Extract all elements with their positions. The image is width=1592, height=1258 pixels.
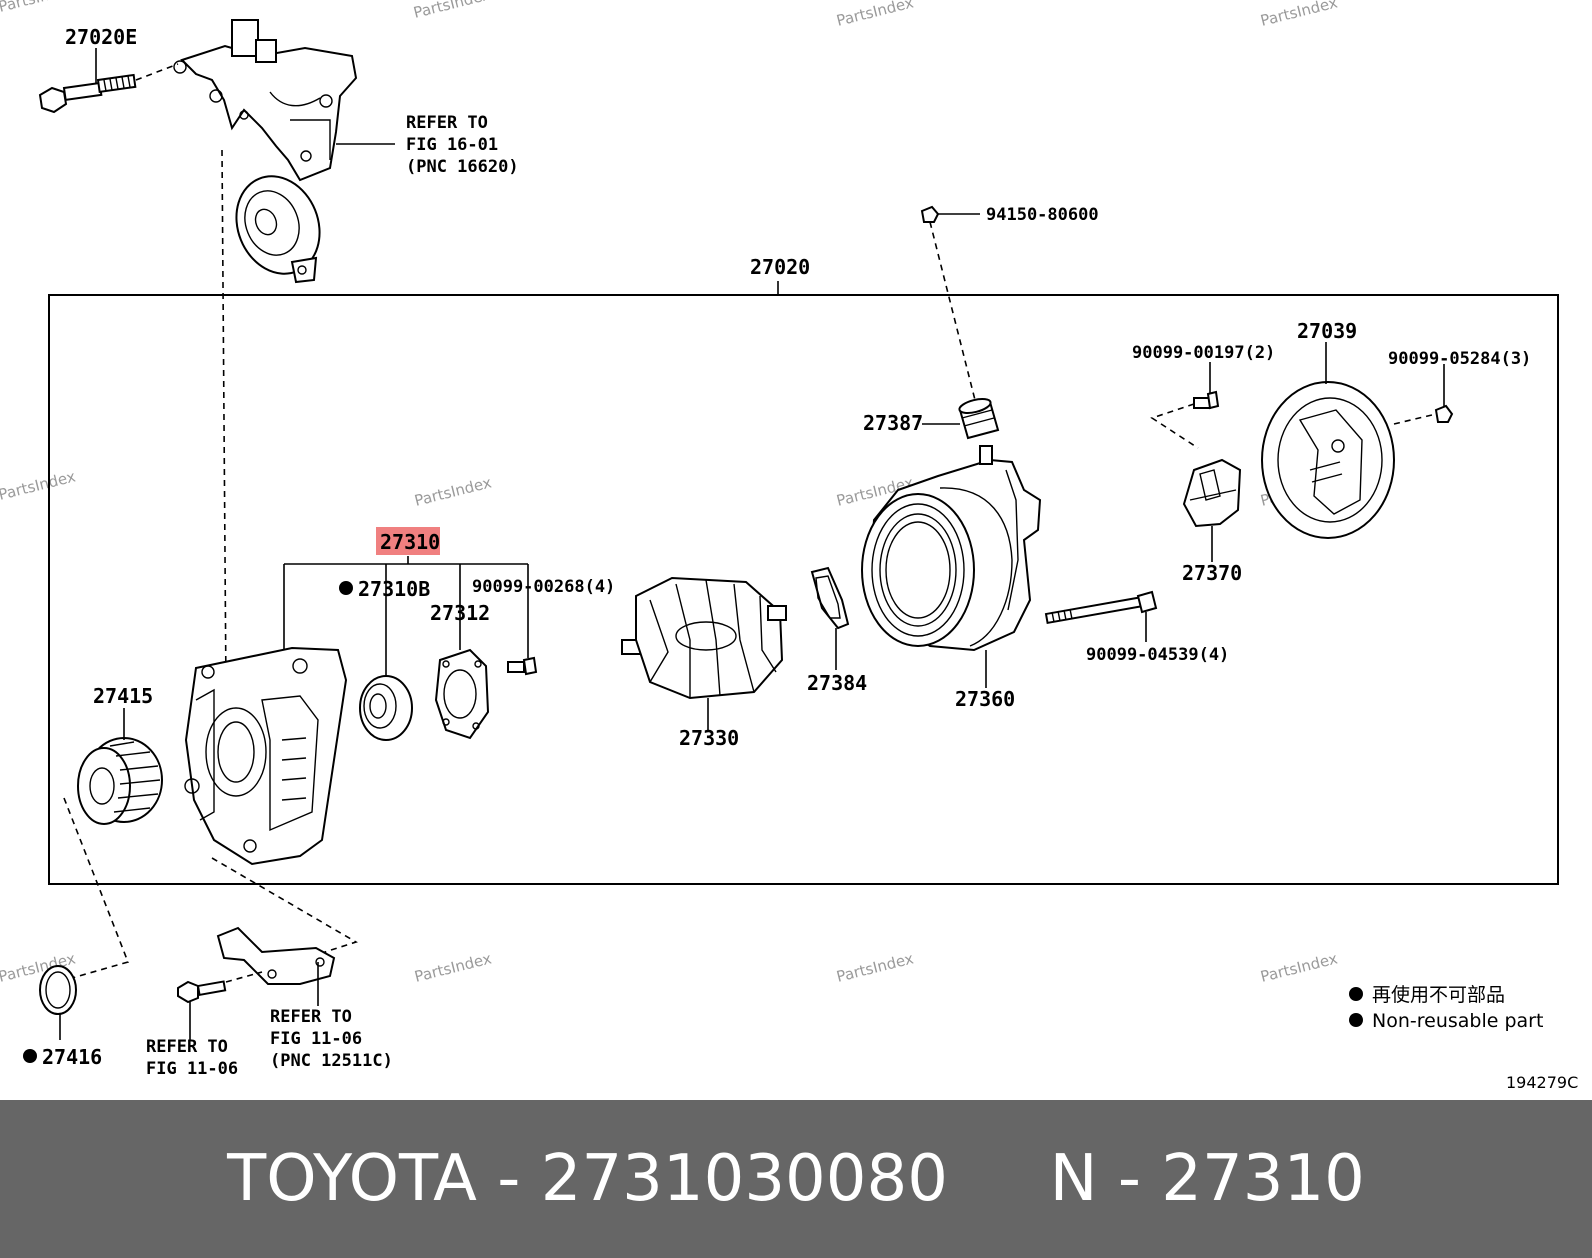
callout-90099-05284: 90099-05284(3)	[1388, 349, 1531, 369]
callout-27360: 27360	[955, 687, 1015, 711]
part-number-caption: TOYOTA - 2731030080 N - 27310	[227, 1142, 1365, 1216]
refer-b-line2: FIG 11-06	[146, 1059, 238, 1079]
callout-27384: 27384	[807, 671, 867, 695]
figure-code: 194279C	[1506, 1073, 1578, 1092]
refer-c-line2: FIG 11-06	[270, 1029, 362, 1049]
watermark: PartsIndex	[413, 473, 494, 510]
assembly-frame	[48, 294, 1559, 885]
callout-90099-00268: 90099-00268(4)	[472, 577, 615, 597]
watermark: PartsIndex	[413, 949, 494, 986]
legend-en: Non-reusable part	[1372, 1010, 1543, 1032]
footer-bar: TOYOTA - 2731030080 N - 27310	[0, 1100, 1592, 1258]
callout-27310: 27310	[380, 530, 440, 554]
insulator-27387	[958, 398, 1000, 440]
rear-frame-27360	[861, 445, 1042, 652]
refer-a-line2: FIG 16-01	[406, 135, 498, 155]
refer-a-line1: REFER TO	[406, 113, 488, 133]
legend-jp: 再使用不可部品	[1372, 984, 1505, 1006]
screw-90099-00268	[507, 656, 538, 676]
rear-cover-27039	[1261, 381, 1395, 539]
nut-90099-05284	[1434, 404, 1454, 423]
brush-holder-27370	[1182, 458, 1242, 528]
refer-c-line1: REFER TO	[270, 1007, 352, 1027]
bearing-27310B	[359, 675, 413, 741]
watermark: PartsIndex	[1259, 949, 1340, 986]
bolt-stay	[177, 980, 227, 1004]
legend-dot-en	[1349, 1013, 1363, 1027]
non-reusable-dot-27416	[23, 1049, 37, 1063]
watermark: PartsIndex	[0, 467, 77, 504]
callout-90099-00197: 90099-00197(2)	[1132, 343, 1275, 363]
callout-27416: 27416	[42, 1045, 102, 1069]
callout-27039: 27039	[1297, 319, 1357, 343]
callout-27387: 27387	[863, 411, 923, 435]
drive-end-frame-27310	[184, 646, 348, 866]
callout-90099-04539: 90099-04539(4)	[1086, 645, 1229, 665]
dash-vertical	[221, 149, 227, 691]
stay-bracket	[216, 926, 336, 985]
retainer-plate-27312	[434, 648, 490, 740]
callout-27020: 27020	[750, 255, 810, 279]
non-reusable-dot-27310B	[339, 581, 353, 595]
callout-27370: 27370	[1182, 561, 1242, 585]
callout-27415: 27415	[93, 684, 153, 708]
dash-frame-stay	[211, 857, 358, 961]
rotor-27330	[621, 576, 787, 700]
refer-c-line3: (PNC 12511C)	[270, 1051, 393, 1071]
bolt-27020E	[38, 73, 137, 114]
screw-90099-00197	[1193, 390, 1220, 410]
ring-27384	[810, 566, 850, 630]
watermark: PartsIndex	[412, 0, 493, 22]
nut-94150	[920, 205, 940, 223]
watermark: PartsIndex	[1259, 0, 1340, 30]
refer-a-line3: (PNC 16620)	[406, 157, 519, 177]
callout-94150: 94150-80600	[986, 205, 1099, 225]
dash-nut-insulator	[929, 221, 976, 401]
bracket-assembly	[173, 19, 358, 284]
bracket-27310	[283, 556, 529, 652]
bolt-90099-04539	[1044, 590, 1158, 625]
dash-screw-holder	[1150, 403, 1199, 449]
watermark: PartsIndex	[0, 0, 77, 16]
pulley-27415	[77, 737, 163, 825]
refer-b-line1: REFER TO	[146, 1037, 228, 1057]
cap-27416	[39, 965, 77, 1015]
callout-27020E: 27020E	[65, 25, 137, 49]
watermark: PartsIndex	[835, 0, 916, 30]
parts-diagram: PartsIndex PartsIndex PartsIndex PartsIn…	[0, 0, 1579, 1092]
legend-dot-jp	[1349, 987, 1363, 1001]
callout-27310B: 27310B	[358, 577, 430, 601]
watermark: PartsIndex	[835, 949, 916, 986]
dash-pulley-cap	[63, 797, 130, 979]
highlight-27310	[376, 527, 440, 555]
callout-27330: 27330	[679, 726, 739, 750]
dash-bolt-bracket	[135, 63, 179, 81]
dash-nut-cover	[1393, 413, 1437, 425]
